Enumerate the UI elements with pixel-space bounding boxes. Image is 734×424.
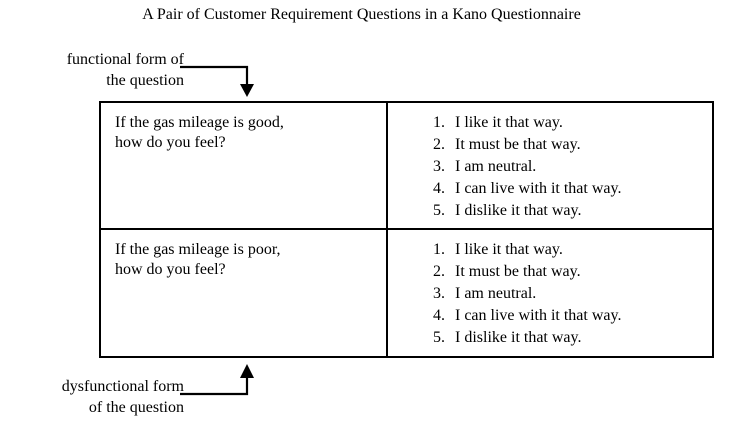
answer-option[interactable]: 1. I like it that way. bbox=[433, 112, 712, 134]
answer-option[interactable]: 4. I can live with it that way. bbox=[433, 305, 712, 327]
answer-number: 2. bbox=[433, 136, 445, 153]
answer-option[interactable]: 3. I am neutral. bbox=[433, 156, 712, 178]
answer-label: I can live with it that way. bbox=[455, 307, 622, 324]
answer-number: 3. bbox=[433, 285, 445, 302]
answer-option[interactable]: 3. I am neutral. bbox=[433, 283, 712, 305]
dysfunctional-leader-arrow bbox=[180, 364, 254, 396]
answer-number: 1. bbox=[433, 114, 445, 131]
answer-label: It must be that way. bbox=[455, 263, 581, 280]
answer-option[interactable]: 1. I like it that way. bbox=[433, 239, 712, 261]
answer-label: I like it that way. bbox=[455, 241, 563, 258]
question-cell-dysfunctional: If the gas mileage is poor, how do you f… bbox=[101, 230, 388, 356]
answer-label: I can live with it that way. bbox=[455, 180, 622, 197]
dysfunctional-form-label-line-1: dysfunctional form bbox=[61, 378, 184, 395]
functional-form-label-line-2: the question bbox=[106, 72, 184, 89]
answer-label: I am neutral. bbox=[455, 158, 537, 175]
answer-option[interactable]: 2. It must be that way. bbox=[433, 134, 712, 156]
answer-label: I like it that way. bbox=[455, 114, 563, 131]
answer-label: I am neutral. bbox=[455, 285, 537, 302]
answer-option[interactable]: 5. I dislike it that way. bbox=[433, 200, 712, 222]
answer-list-functional: 1. I like it that way. 2. It must be tha… bbox=[388, 103, 712, 228]
answer-number: 5. bbox=[433, 202, 445, 219]
arrowhead-up-icon bbox=[240, 364, 254, 378]
answer-label: It must be that way. bbox=[455, 136, 581, 153]
question-line-2: how do you feel? bbox=[115, 134, 226, 151]
arrowhead-down-icon bbox=[240, 84, 254, 97]
question-line-2: how do you feel? bbox=[115, 261, 226, 278]
functional-form-label-line-1: functional form of bbox=[66, 51, 184, 68]
functional-form-label: functional form of the question bbox=[0, 49, 184, 91]
answer-number: 4. bbox=[433, 180, 445, 197]
answer-number: 2. bbox=[433, 263, 445, 280]
table-row: If the gas mileage is poor, how do you f… bbox=[101, 230, 712, 356]
answer-label: I dislike it that way. bbox=[455, 202, 582, 219]
answer-option[interactable]: 5. I dislike it that way. bbox=[433, 327, 712, 349]
answer-number: 3. bbox=[433, 158, 445, 175]
answer-option[interactable]: 4. I can live with it that way. bbox=[433, 178, 712, 200]
question-cell-functional: If the gas mileage is good, how do you f… bbox=[101, 103, 388, 228]
page-title: A Pair of Customer Requirement Questions… bbox=[142, 6, 581, 23]
answer-number: 4. bbox=[433, 307, 445, 324]
dysfunctional-form-label: dysfunctional form of the question bbox=[0, 376, 184, 418]
answer-list-dysfunctional: 1. I like it that way. 2. It must be tha… bbox=[388, 230, 712, 356]
answer-number: 1. bbox=[433, 241, 445, 258]
functional-leader-arrow bbox=[180, 65, 254, 97]
questionnaire-table: If the gas mileage is good, how do you f… bbox=[99, 101, 714, 358]
answer-label: I dislike it that way. bbox=[455, 329, 582, 346]
answer-number: 5. bbox=[433, 329, 445, 346]
question-line-1: If the gas mileage is good, bbox=[115, 114, 284, 131]
answer-option[interactable]: 2. It must be that way. bbox=[433, 261, 712, 283]
dysfunctional-form-label-line-2: of the question bbox=[88, 399, 184, 416]
table-row: If the gas mileage is good, how do you f… bbox=[101, 103, 712, 230]
question-line-1: If the gas mileage is poor, bbox=[115, 241, 281, 258]
